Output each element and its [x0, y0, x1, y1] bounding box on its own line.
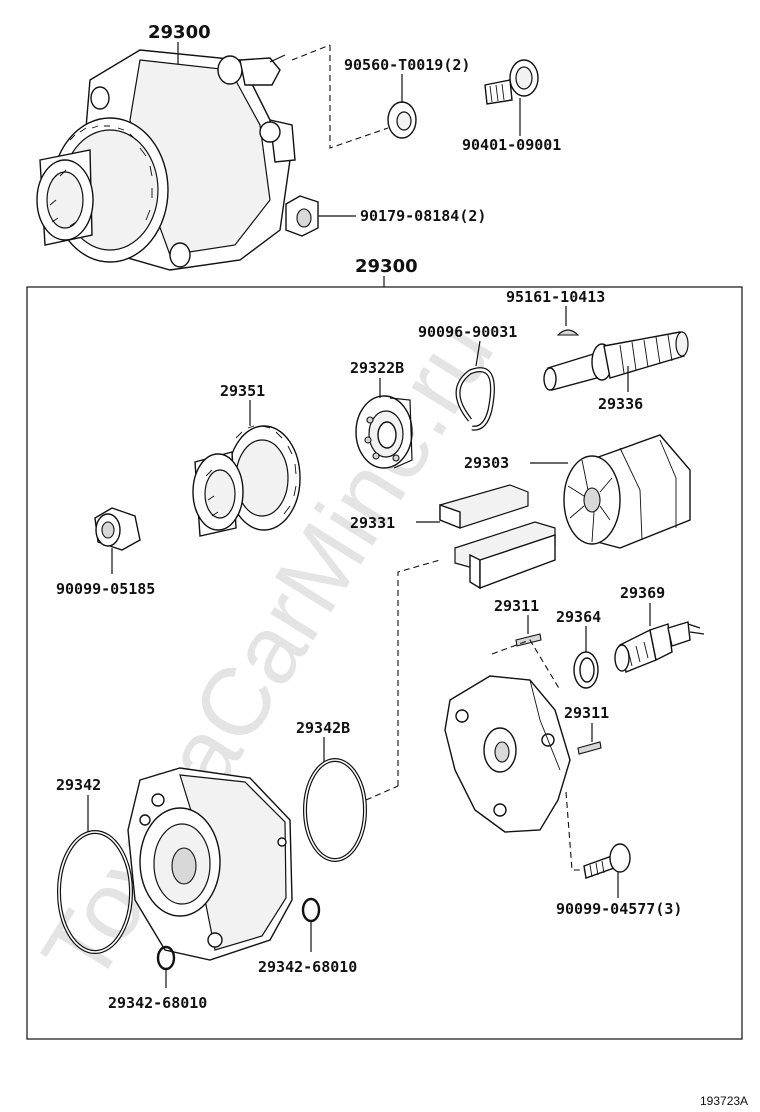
label-o-ring-small-right: 29342-68010 — [258, 958, 357, 976]
bearing-part — [355, 395, 413, 469]
nut-left-part — [94, 507, 141, 551]
label-gasket-small: 29364 — [556, 608, 601, 626]
exploded-view-frame — [26, 286, 743, 1040]
check-valve-part — [614, 621, 705, 673]
label-check-valve: 29369 — [620, 584, 665, 602]
union-bolt-part — [484, 59, 539, 105]
diagram-code: 193723A — [700, 1094, 748, 1108]
housing-part — [127, 767, 293, 961]
label-nut-top: 90179-08184(2) — [360, 207, 486, 225]
label-o-ring-b: 29342B — [296, 719, 350, 737]
label-o-ring-small-left: 29342-68010 — [108, 994, 207, 1012]
assembly-box-label: 29300 — [355, 256, 418, 277]
pin-b-part — [577, 741, 602, 755]
vane-part — [439, 484, 556, 590]
pump-assembly-drawing — [36, 49, 296, 271]
shaft-part — [543, 331, 689, 391]
gasket-small-part — [573, 651, 599, 689]
o-ring-small-right-part — [301, 897, 321, 923]
assembly-top-label: 29300 — [148, 22, 211, 43]
label-oil-seal: 90560-T0019(2) — [344, 56, 470, 74]
label-union-bolt: 90401-09001 — [462, 136, 561, 154]
label-key: 95161-10413 — [506, 288, 605, 306]
bolt-part — [583, 843, 631, 879]
o-ring-small-left-part — [156, 945, 176, 971]
label-snap-ring: 90096-90031 — [418, 323, 517, 341]
drive-gear-part — [192, 425, 301, 537]
label-vane: 29331 — [350, 514, 395, 532]
end-plate-part — [444, 675, 571, 833]
pin-a-part — [515, 633, 542, 647]
nut-top-part — [285, 195, 319, 237]
key-part — [556, 329, 580, 336]
label-pin-a: 29311 — [494, 597, 539, 615]
label-shaft: 29336 — [598, 395, 643, 413]
label-bolt: 90099-04577(3) — [556, 900, 682, 918]
oil-seal-part — [387, 101, 417, 139]
label-rotor: 29303 — [464, 454, 509, 472]
label-drive-gear: 29351 — [220, 382, 265, 400]
label-nut-left: 90099-05185 — [56, 580, 155, 598]
label-o-ring: 29342 — [56, 776, 101, 794]
label-bearing: 29322B — [350, 359, 404, 377]
label-pin-b: 29311 — [564, 704, 609, 722]
rotor-part — [563, 434, 691, 549]
